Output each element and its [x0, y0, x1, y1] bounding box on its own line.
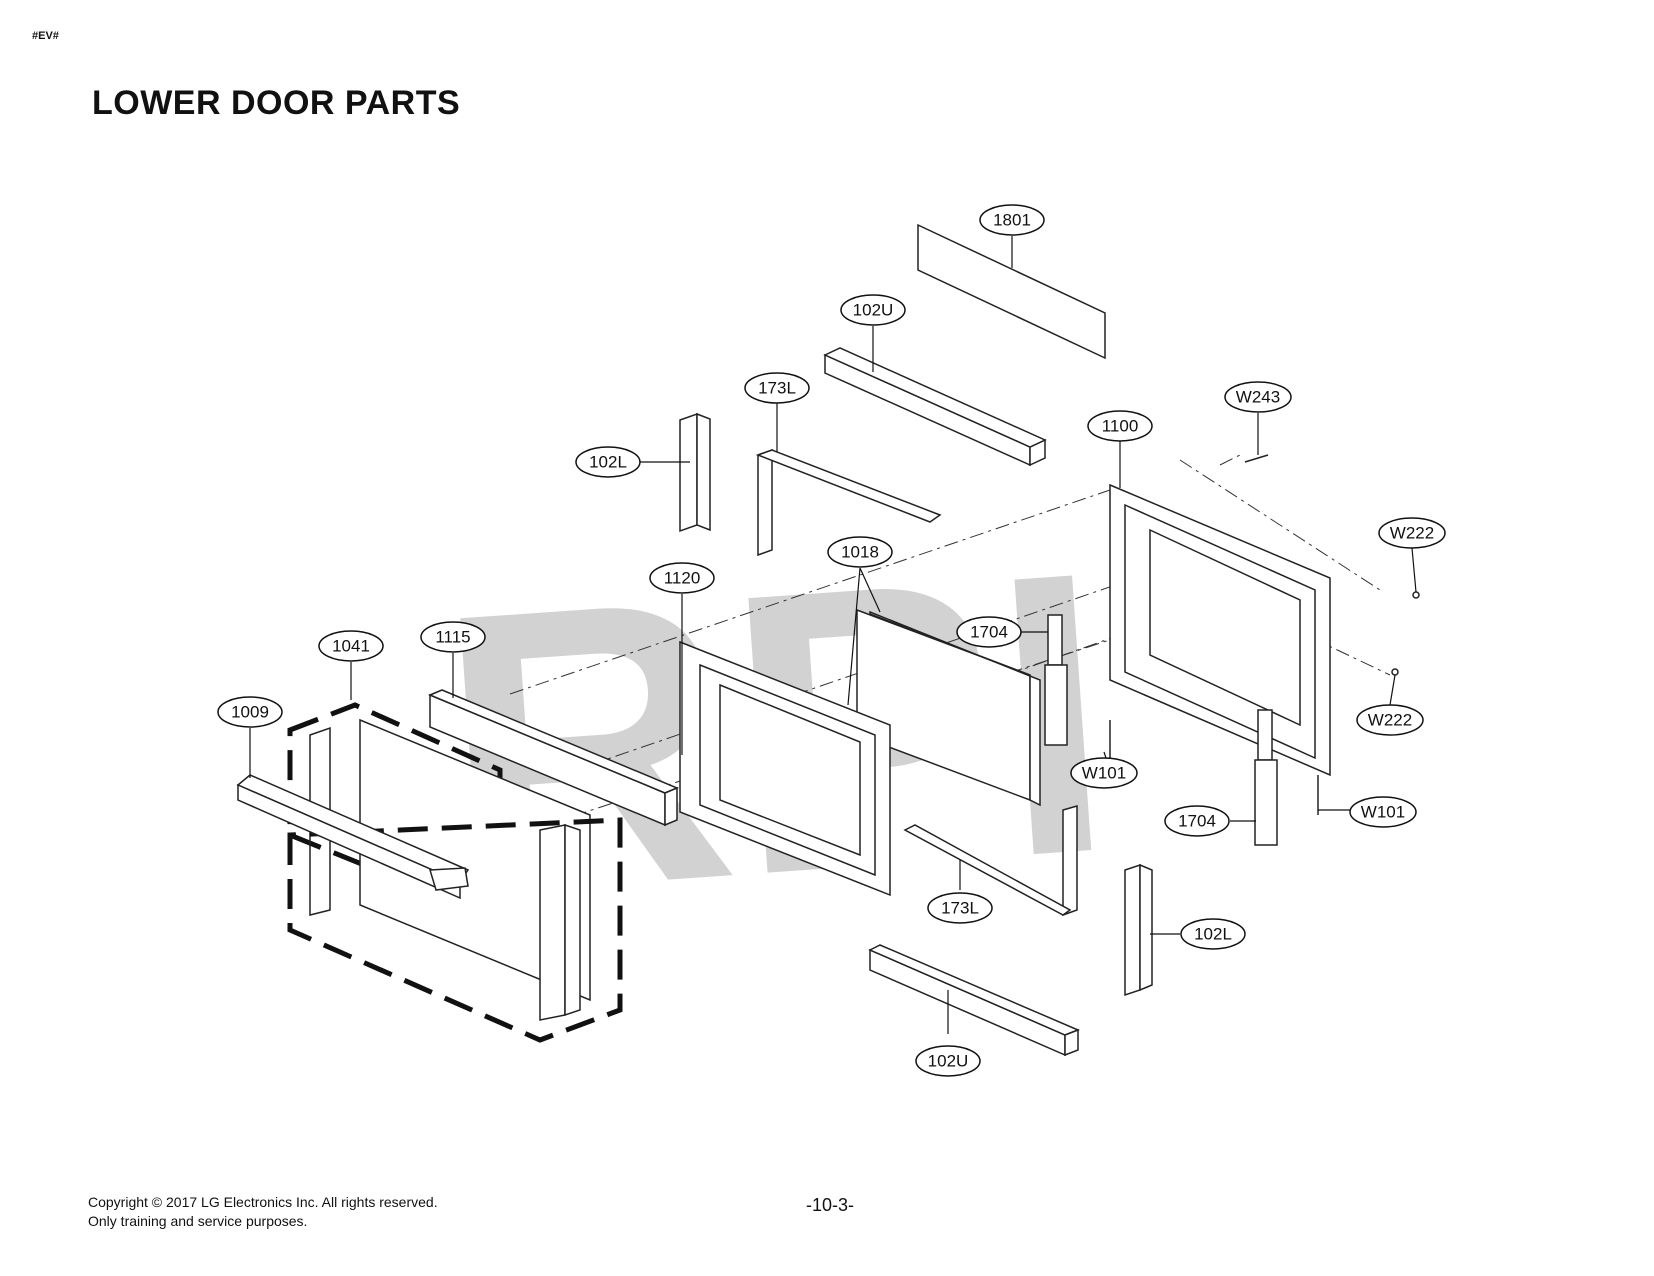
document-code: #EV#	[32, 30, 59, 42]
callout-102l-top: 102L	[575, 446, 641, 478]
callout-1704-mid: 1704	[956, 616, 1022, 648]
svg-text:102U: 102U	[853, 301, 894, 320]
part-102l-bottom-post	[1124, 863, 1153, 997]
svg-text:W101: W101	[1082, 764, 1126, 783]
part-w243-screw	[1244, 454, 1269, 463]
svg-text:W222: W222	[1368, 711, 1412, 730]
svg-text:173L: 173L	[758, 379, 796, 398]
part-173l-bottom-gasket	[903, 805, 1078, 917]
purpose-text: Only training and service purposes.	[88, 1213, 308, 1229]
callout-w101-mid: W101	[1070, 757, 1138, 789]
callout-1801: 1801	[979, 204, 1045, 236]
part-w222-screw-top	[1412, 591, 1420, 599]
part-1704-hinge-bottom	[1254, 709, 1278, 846]
callout-1009: 1009	[217, 696, 283, 728]
svg-text:1041: 1041	[332, 637, 370, 656]
copyright-text: Copyright © 2017 LG Electronics Inc. All…	[88, 1194, 438, 1210]
callout-102u-top: 102U	[840, 294, 906, 326]
svg-text:102U: 102U	[928, 1052, 969, 1071]
callout-1041: 1041	[318, 630, 384, 662]
part-w222-screw-bottom	[1391, 668, 1399, 676]
part-1120-door-frame	[679, 640, 891, 897]
callout-1120: 1120	[649, 562, 715, 594]
svg-text:1018: 1018	[841, 543, 879, 562]
part-1009-handle	[236, 774, 470, 900]
part-1009-outer-door-panel	[287, 718, 623, 1043]
callout-1704-bottom: 1704	[1164, 805, 1230, 837]
callout-173l-top: 173L	[744, 372, 810, 404]
callout-w243: W243	[1224, 381, 1292, 413]
svg-text:W101: W101	[1361, 803, 1405, 822]
svg-text:W243: W243	[1236, 388, 1280, 407]
callout-1115: 1115	[420, 621, 486, 653]
svg-text:1704: 1704	[970, 623, 1008, 642]
part-102u-bottom-bar	[868, 944, 1080, 1057]
part-102l-top-post	[679, 412, 711, 533]
part-1801-panel	[917, 223, 1106, 360]
callout-w222-bottom: W222	[1356, 704, 1424, 736]
svg-text:1009: 1009	[231, 703, 269, 722]
part-102u-top-bar	[824, 353, 1031, 467]
svg-text:1115: 1115	[435, 628, 470, 647]
footer: Copyright © 2017 LG Electronics Inc. All…	[88, 1193, 438, 1231]
page-title: LOWER DOOR PARTS	[92, 84, 461, 122]
callout-173l-bottom: 173L	[927, 892, 993, 924]
svg-text:1801: 1801	[993, 211, 1031, 230]
svg-text:173L: 173L	[941, 899, 979, 918]
svg-text:1120: 1120	[664, 569, 701, 588]
svg-text:1100: 1100	[1102, 417, 1139, 436]
svg-text:1704: 1704	[1178, 812, 1216, 831]
svg-text:W222: W222	[1390, 524, 1434, 543]
part-173l-top-gasket	[755, 448, 942, 557]
callout-1100: 1100	[1087, 410, 1153, 442]
svg-text:102L: 102L	[1194, 925, 1232, 944]
callout-w222-top: W222	[1378, 517, 1446, 549]
part-1100-inner-liner	[1109, 483, 1331, 777]
page-number: -10-3-	[806, 1195, 855, 1215]
callout-102l-bottom: 102L	[1180, 918, 1246, 950]
svg-text:102L: 102L	[589, 453, 627, 472]
callout-102u-bottom: 102U	[915, 1045, 981, 1077]
callout-1018: 1018	[827, 536, 893, 568]
part-1115-vent	[428, 689, 679, 827]
callout-w101-right: W101	[1349, 796, 1417, 828]
part-1704-hinge-mid	[1044, 614, 1068, 746]
